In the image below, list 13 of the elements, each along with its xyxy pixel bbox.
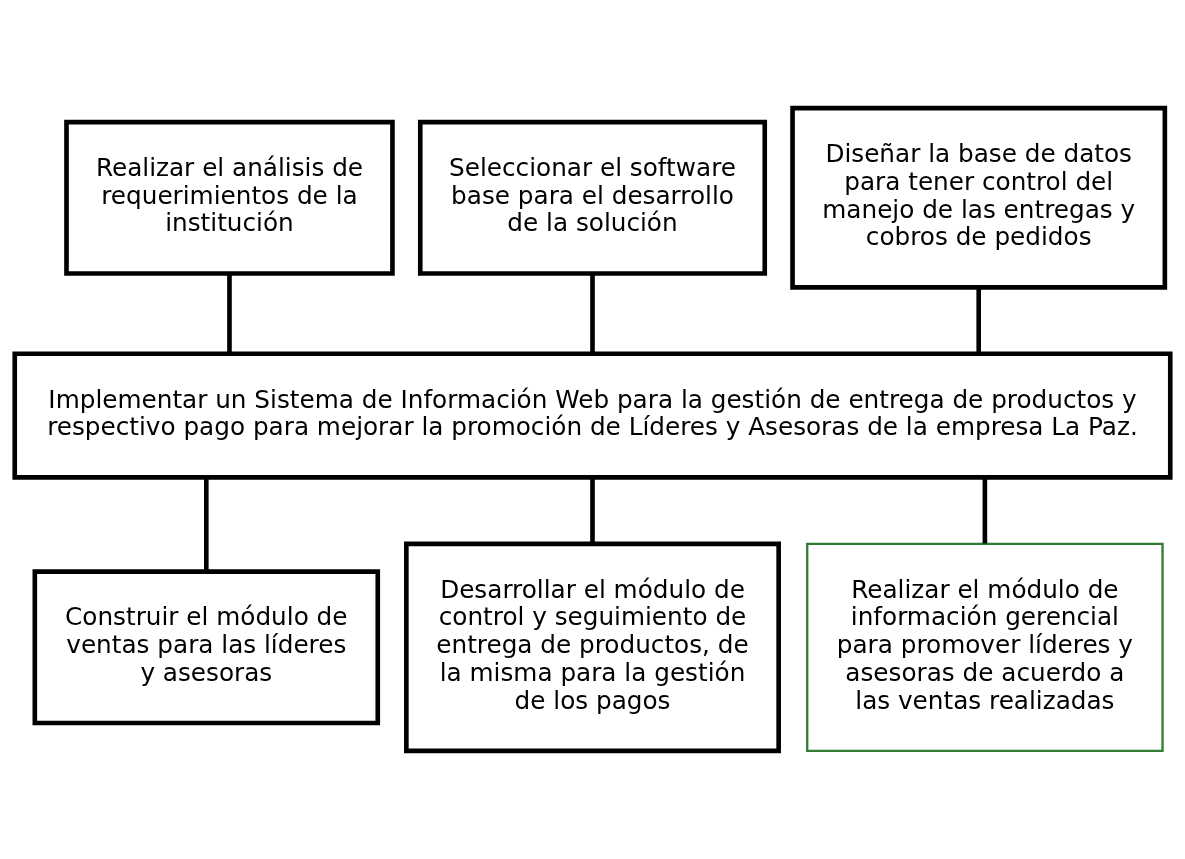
node-box: Implementar un Sistema de Información Web para la gestión de entrega de productos y respectivo pago para mejorar la promoción de Líderes y Asesoras de la empresa La Paz. [12, 351, 1173, 480]
node-box: Seleccionar el software base para el desarrollo de la solución [417, 119, 768, 276]
connector [976, 287, 981, 354]
node-box: Realizar el módulo de información gerencial para promover líderes y asesoras de acuerdo a las ventas realizadas [806, 542, 1164, 752]
connector [982, 477, 988, 544]
node-box: Construir el módulo de ventas para las líderes y asesoras [32, 569, 381, 726]
connector [590, 273, 595, 354]
connector [590, 477, 595, 544]
connector [227, 273, 232, 354]
node-box: Realizar el análisis de requerimientos de la institución [64, 119, 395, 276]
connector [204, 477, 209, 572]
node-box: Diseñar la base de datos para tener control del manejo de las entregas y cobros de pedidos [790, 105, 1168, 290]
node-box: Desarrollar el módulo de control y seguimiento de entrega de productos, de la misma para la gestión de los pagos [404, 541, 781, 754]
